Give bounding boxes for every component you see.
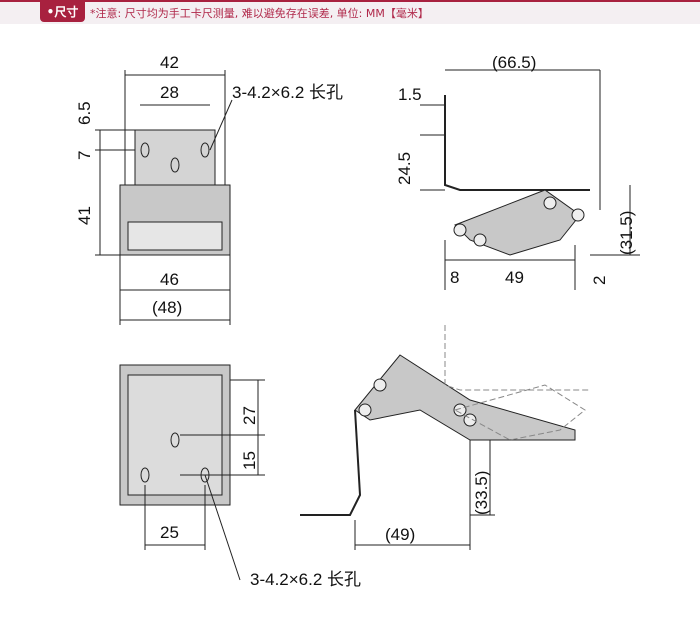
header-band [0,2,700,24]
bottom-hole-note: 3-4.2×6.2 长孔 [250,570,361,589]
bottom-view [119,364,265,581]
dimensions-tab[interactable]: •尺寸 [40,2,85,22]
dim-6-5: 6.5 [75,101,94,125]
dim-41: 41 [75,206,94,225]
front-hole-note: 3-4.2×6.2 长孔 [232,83,343,102]
dim-33-5: (33.5) [472,471,491,515]
dim-width-42: 42 [160,53,179,72]
dim-hole-span-28: 28 [160,83,179,102]
front-view [95,70,233,325]
dim-49-side: 49 [505,268,524,287]
dim-27: 27 [240,406,259,425]
dim-15: 15 [240,451,259,470]
dim-31-5: (31.5) [617,211,636,255]
dim-24-5: 24.5 [395,152,414,185]
dim-1-5: 1.5 [398,85,422,104]
dim-2: 2 [590,276,609,285]
dim-46: 46 [160,270,179,289]
top-divider [0,0,700,2]
measurement-note: *注意: 尺寸均为手工卡尺测量, 难以避免存在误差, 单位: MM【毫米】 [90,7,429,20]
dim-25: 25 [160,523,179,542]
open-view [300,325,590,550]
dim-49-open: (49) [385,525,415,544]
dim-8: 8 [450,268,459,287]
dim-48: (48) [152,298,182,317]
side-view [420,69,640,290]
dim-7: 7 [75,151,94,160]
dim-66-5: (66.5) [492,53,536,72]
